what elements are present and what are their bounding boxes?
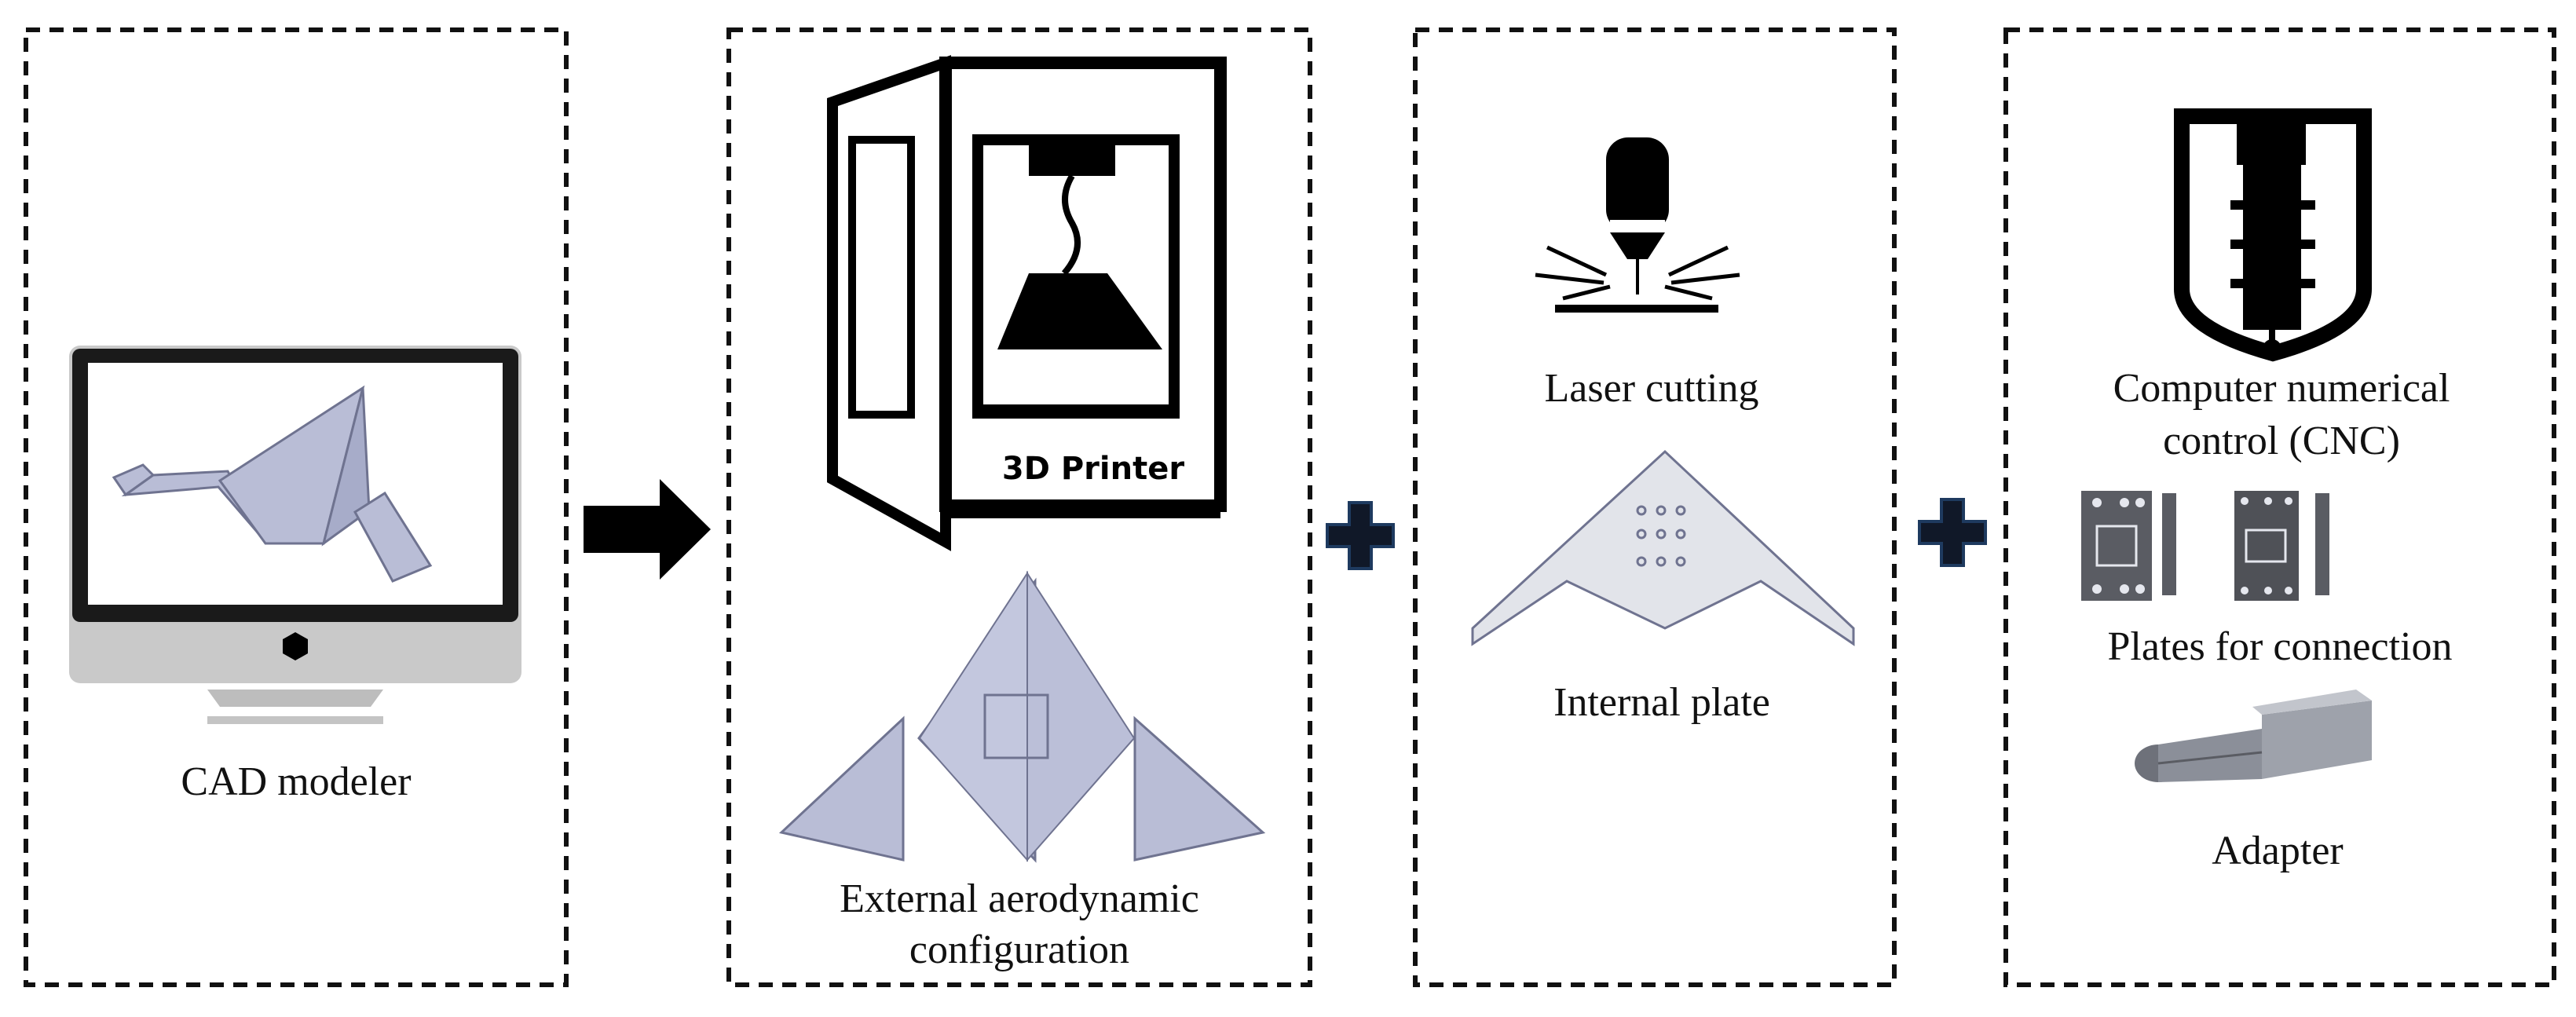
panel-printing-label-line2: configuration: [909, 927, 1129, 972]
panel-printing-label-line1: External aerodynamic: [840, 876, 1199, 921]
panel-cad-label: CAD modeler: [181, 759, 411, 804]
panel-cnc-border: [2003, 27, 2556, 987]
panel-laser-border: [1413, 27, 1897, 987]
printer-label: 3D Printer: [1002, 451, 1184, 487]
aerodynamic-parts-image: [778, 570, 1266, 863]
3d-printer-icon: [827, 55, 1227, 551]
adapter-image: [2135, 690, 2372, 782]
panel-cad-border: [24, 27, 569, 987]
plus-icon: [1918, 498, 1987, 567]
plates-label: Plates for connection: [2108, 624, 2453, 669]
internal-plate-label: Internal plate: [1553, 680, 1770, 725]
plus-icon: [1326, 501, 1395, 570]
arrow-icon: [584, 479, 711, 580]
cnc-label-line2: control (CNC): [2163, 419, 2400, 463]
connection-plates-image: [2081, 491, 2329, 601]
monitor-icon: [69, 346, 521, 724]
cnc-icon: [2174, 108, 2372, 362]
adapter-label: Adapter: [2212, 829, 2343, 873]
panel-printing-border: [726, 27, 1312, 987]
cnc-label-line1: Computer numerical: [2113, 366, 2450, 411]
laser-cutting-label: Laser cutting: [1545, 366, 1759, 411]
laser-cutter-icon: [1535, 137, 1740, 313]
internal-plate-image: [1471, 449, 1855, 646]
